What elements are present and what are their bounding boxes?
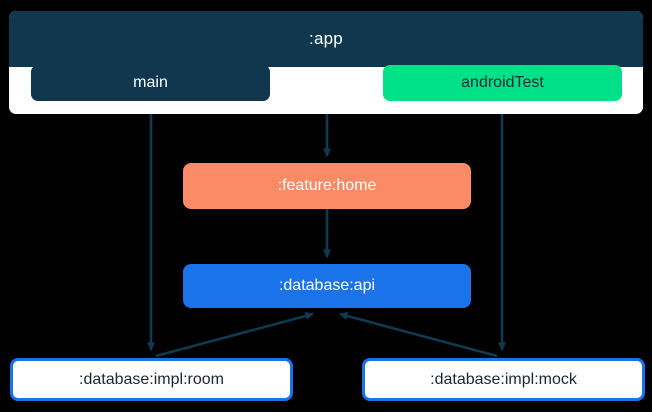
- node-database-api[interactable]: :database:api: [183, 264, 471, 308]
- edge-database-impl-mock-to-database-api: [339, 312, 498, 358]
- node-database-impl-room[interactable]: :database:impl:room: [10, 358, 293, 401]
- node-main[interactable]: main: [31, 65, 270, 101]
- node-database-impl-mock[interactable]: :database:impl:mock: [362, 358, 645, 401]
- edge-database-impl-room-to-database-api: [155, 312, 314, 358]
- cluster-app-title: :app: [9, 11, 643, 67]
- node-android-test[interactable]: androidTest: [383, 65, 622, 101]
- node-feature-home[interactable]: :feature:home: [183, 163, 471, 209]
